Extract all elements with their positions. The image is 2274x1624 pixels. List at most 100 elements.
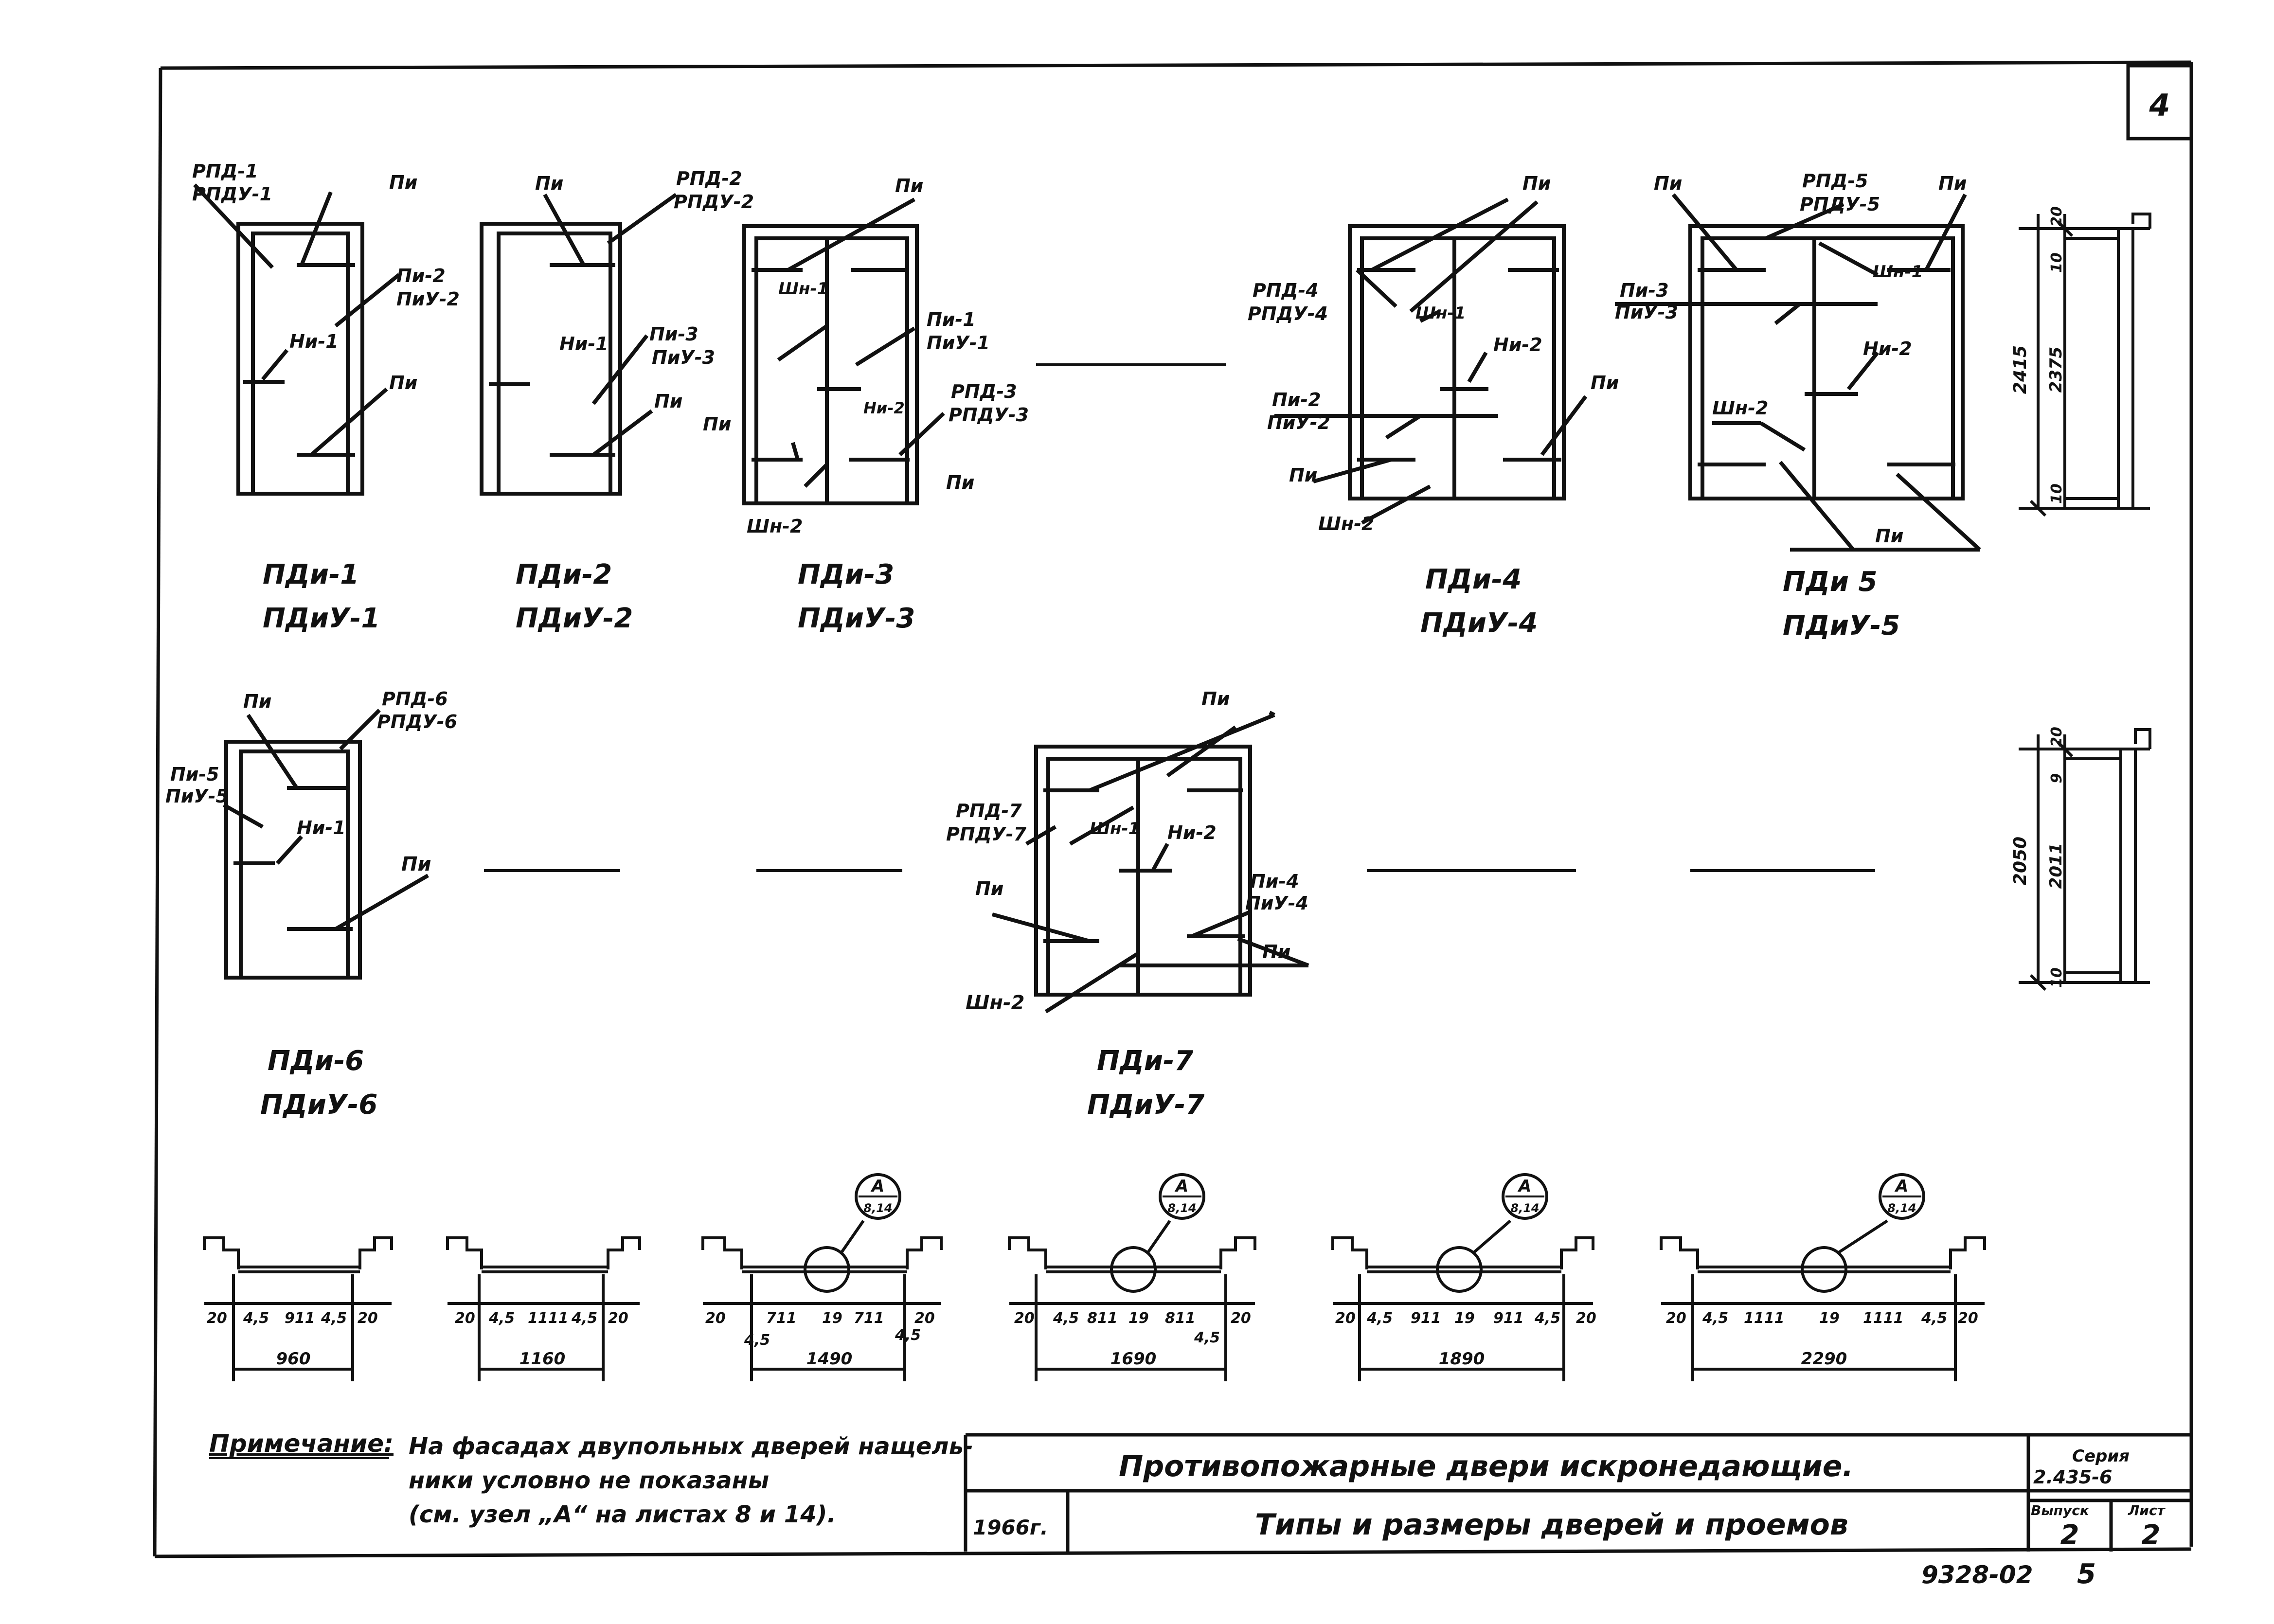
door-label: Пи [946,472,974,493]
dim-label: 20 [1958,1310,1978,1327]
dim-label: 911 [285,1310,315,1327]
door-label: Шн-2 [747,516,803,537]
door-label: Пи [1262,941,1290,963]
dim-label: 911 [1493,1310,1524,1327]
door-label: РПД-3 [951,381,1017,402]
door-label: Пи [975,878,1003,899]
dim-top: 20 [2048,727,2065,747]
dim-label: 4,5 [321,1310,347,1327]
door-label: Пи [389,372,417,393]
door-label: ПиУ-2 [1267,412,1330,433]
door-name-u: ПДиУ-3 [798,603,915,634]
door-name-u: ПДиУ-6 [260,1089,377,1121]
dim-label: 4,5 [1194,1329,1220,1346]
dim-main: 2375 [2046,347,2066,393]
dim-total: 2290 [1801,1349,1847,1369]
door-label: Ни-2 [1167,822,1217,843]
node-ref: 8,14 [1167,1201,1196,1215]
door-label: Пи-5 [170,764,219,785]
door-label: РПДУ-5 [1800,194,1880,215]
door-label: Шн-2 [1318,513,1374,535]
dim-label: 4,5 [1921,1310,1947,1327]
dim-label: 711 [854,1310,884,1327]
door-label: РПД-7 [956,800,1022,821]
dim-label: 4,5 [1534,1310,1560,1327]
plan-section-3: A 8,14 20 711 19 711 20 4,5 4,5 1490 [701,1173,943,1381]
dim-label: 20 [1576,1310,1596,1327]
height-section-1: 2415 20 10 2375 10 [2010,206,2151,517]
page-number: 5 [2077,1558,2096,1590]
door-label: Пи [389,172,417,193]
node-letter: A [1174,1177,1188,1196]
corner-number: 4 [2149,88,2170,123]
dim-label: 4,5 [744,1332,770,1349]
door-label: Пи [1591,372,1619,393]
dim-label: 4,5 [243,1310,269,1327]
height-section-2: 2050 20 9 2011 10 [2010,727,2151,991]
door-pdi-6: Пи РПД-6 РПДУ-6 Пи-5 ПиУ-5 Ни-1 Пи ПДи-6… [165,688,457,1121]
dim-label: 19 [1819,1310,1840,1327]
dim-label: 20 [705,1310,726,1327]
dim-label: 811 [1087,1310,1118,1327]
note-line: На фасадах двупольных дверей нащель- [409,1433,973,1460]
door-label: ПиУ-3 [1615,302,1678,323]
dim-label: 911 [1411,1310,1441,1327]
title-block: Противопожарные двери искронедающие. 196… [964,1433,2191,1552]
door-name-u: ПДиУ-4 [1420,607,1538,639]
door-label: ПиУ-2 [396,288,460,310]
dim-label: 19 [1454,1310,1475,1327]
dim-label: 20 [455,1310,475,1327]
door-label: Пи [1201,688,1230,710]
dim-label: 20 [1666,1310,1686,1327]
door-name: ПДи-3 [798,559,894,590]
note-label: Примечание: [209,1429,394,1458]
dim-upper: 9 [2048,773,2065,784]
door-label: Ни-1 [289,331,339,352]
note-line: ники условно не показаны [409,1467,769,1494]
series-value: 2.435-6 [2033,1466,2112,1488]
dim-label: 4,5 [895,1327,921,1344]
door-label: ПиУ-3 [652,347,715,368]
door-name-u: ПДиУ-2 [516,603,633,634]
door-name: ПДи-1 [263,559,359,590]
dim-bottom: 10 [2048,483,2065,504]
dim-label: 19 [1128,1310,1149,1327]
door-label: Шн-1 [1090,819,1140,839]
door-label: ПиУ-5 [165,785,229,807]
dim-label: 20 [1231,1310,1251,1327]
dim-label: 20 [358,1310,378,1327]
dim-label: 811 [1165,1310,1196,1327]
door-label: РПД-4 [1253,280,1319,301]
door-pdi-3: Пи Шн-1 Пи-1 ПиУ-1 Ни-2 РПД-3 РПДУ-3 Пи … [703,175,1029,634]
dim-label: 20 [1335,1310,1356,1327]
door-label: РПД-6 [382,688,448,710]
sheet-frame [153,60,2193,1558]
door-label: РПДУ-1 [192,183,272,205]
dim-label: 20 [608,1310,628,1327]
dim-label: 19 [822,1310,842,1327]
plan-section-6: A 8,14 20 4,5 1111 19 1111 4,5 20 2290 [1660,1173,1986,1381]
dim-total: 1490 [806,1349,853,1369]
dim-total: 2050 [2010,837,2030,885]
dim-total: 2415 [2010,345,2030,394]
door-label: Пи-2 [396,265,446,286]
door-label: Пи [401,853,431,875]
sheet-value: 2 [2142,1519,2161,1551]
node-letter: A [1894,1177,1908,1196]
door-label: Ни-1 [559,333,609,355]
door-label: РПДУ-2 [674,191,754,213]
node-letter: A [1517,1177,1531,1196]
dim-label: 4,5 [1366,1310,1393,1327]
door-label: Пи [535,173,563,194]
door-label: РПДУ-4 [1248,303,1328,324]
door-name-u: ПДиУ-7 [1087,1089,1204,1121]
title-sub: Типы и размеры дверей и проемов [1255,1508,1848,1542]
node-ref: 8,14 [863,1201,892,1215]
node-ref: 8,14 [1887,1201,1916,1215]
door-label: Ни-2 [863,399,905,417]
door-label: Пи [1875,525,1903,547]
dim-label: 20 [1014,1310,1035,1327]
door-name: ПДи-4 [1425,564,1522,595]
door-label: РПД-2 [676,168,742,189]
door-label: РПДУ-7 [946,823,1027,845]
